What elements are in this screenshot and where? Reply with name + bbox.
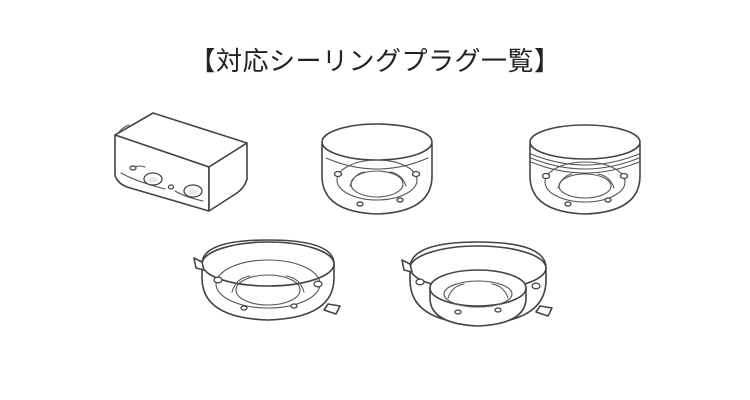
ceiling-plug-round-icon (321, 123, 433, 215)
page-title: 【対応シーリングプラグ一覧】 (189, 47, 561, 77)
ceiling-plug-flanged-stepped-icon (401, 241, 553, 327)
ceiling-plug-square-icon (114, 112, 248, 212)
ceiling-plug-flanged-icon (193, 239, 341, 321)
ceiling-plug-round-ribbed-icon (529, 124, 641, 215)
